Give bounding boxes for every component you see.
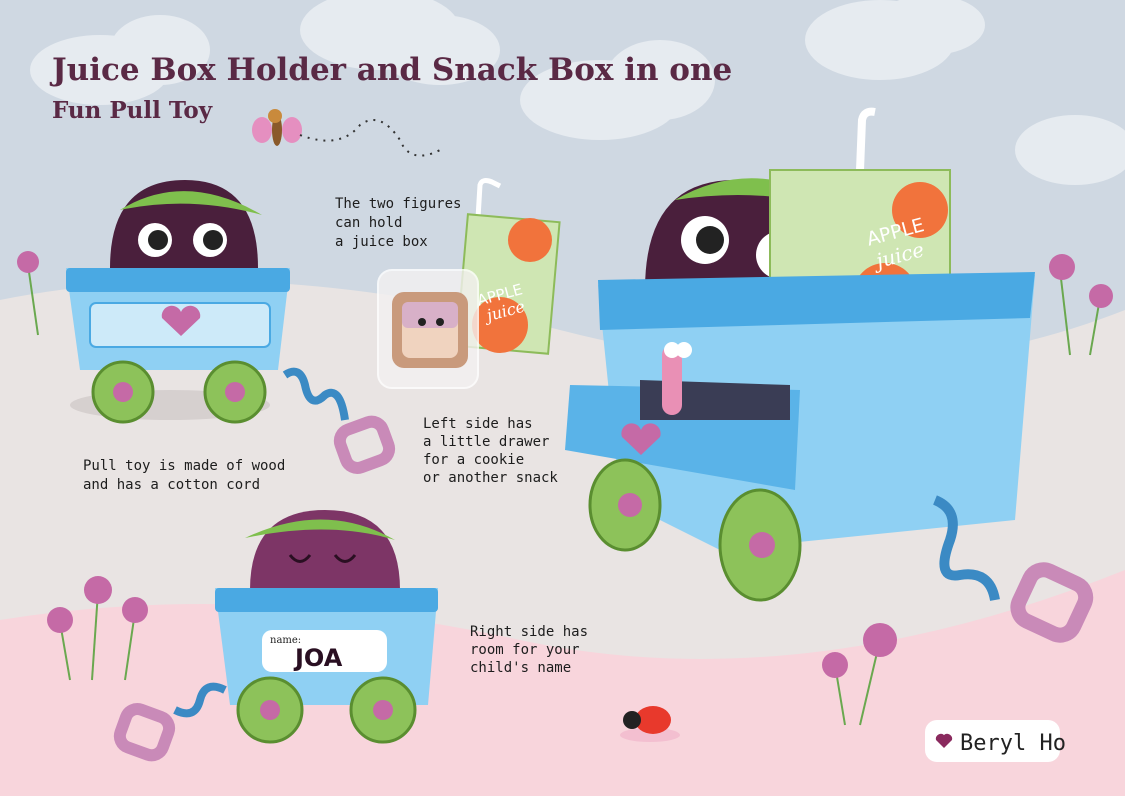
pull-toy-bottom: name: JOA	[113, 510, 438, 762]
flight-trail	[299, 119, 441, 157]
svg-text:a little drawer: a little drawer	[423, 434, 549, 450]
flowers	[17, 251, 1113, 726]
svg-text:Beryl Ho: Beryl Ho	[960, 731, 1066, 756]
note-wood: Pull toy is made of wood and has a cotto…	[83, 458, 285, 493]
worm	[662, 345, 682, 415]
subtitle: Fun Pull Toy	[52, 97, 213, 124]
juice-box-small: APPLE juice	[455, 178, 561, 355]
svg-text:Pull toy is made of wood: Pull toy is made of wood	[83, 458, 285, 474]
svg-text:room for your: room for your	[470, 642, 580, 658]
note-juice: The two figures can hold a juice box	[335, 196, 461, 250]
svg-text:and has a cotton cord: and has a cotton cord	[83, 477, 260, 493]
svg-text:JOA: JOA	[293, 644, 343, 672]
svg-text:or another snack: or another snack	[423, 470, 558, 486]
svg-text:a juice box: a juice box	[335, 234, 428, 250]
signature-badge: Beryl Ho	[925, 720, 1066, 762]
pull-toy-big: APPLE juice	[565, 107, 1094, 643]
ladybug-icon	[620, 706, 680, 742]
svg-text:can hold: can hold	[335, 215, 402, 231]
pull-toy-left	[66, 180, 396, 474]
note-drawer: Left side has a little drawer for a cook…	[423, 416, 558, 486]
svg-text:for a cookie: for a cookie	[423, 452, 524, 468]
heart-icon	[621, 423, 661, 455]
page-title: Juice Box Holder and Snack Box in one	[49, 52, 732, 88]
cookie-snack	[377, 269, 479, 389]
heart-icon	[161, 305, 201, 336]
svg-text:name:: name:	[270, 635, 301, 646]
svg-text:Right side has: Right side has	[470, 624, 588, 640]
svg-text:Left side has: Left side has	[423, 416, 533, 432]
clouds	[30, 0, 1125, 185]
svg-text:The two figures: The two figures	[335, 196, 461, 212]
heart-icon	[935, 733, 953, 748]
name-tag	[262, 630, 387, 672]
svg-text:child's name: child's name	[470, 660, 571, 676]
butterfly-icon	[252, 109, 302, 146]
note-name: Right side has room for your child's nam…	[470, 624, 588, 676]
